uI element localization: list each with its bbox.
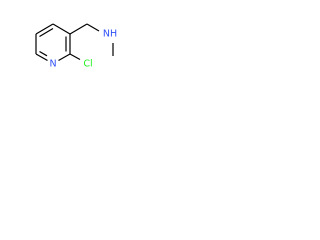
ring-bond-c4-c5 bbox=[35, 23, 54, 35]
atom-label-amine: NH bbox=[103, 29, 117, 40]
chemical-structure-diagram: N Cl NH bbox=[35, 23, 117, 70]
bond-c3-ch2 bbox=[69, 23, 88, 35]
ring-bond-c6-n1 bbox=[35, 53, 48, 62]
ring-bond-n1-c2 bbox=[58, 53, 71, 62]
bond-c2-cl bbox=[69, 53, 81, 61]
atom-label-chlorine: Cl bbox=[83, 59, 92, 70]
bond-ch2-nh bbox=[86, 23, 100, 32]
ring-bond-c6-n1-inner bbox=[39, 50, 48, 57]
ring-bond-c3-c4 bbox=[52, 23, 71, 35]
structure-canvas: N Cl NH bbox=[0, 0, 154, 84]
atom-label-ring-nitrogen: N bbox=[49, 59, 56, 70]
ring-bond-c4-c5-inner bbox=[39, 27, 54, 38]
